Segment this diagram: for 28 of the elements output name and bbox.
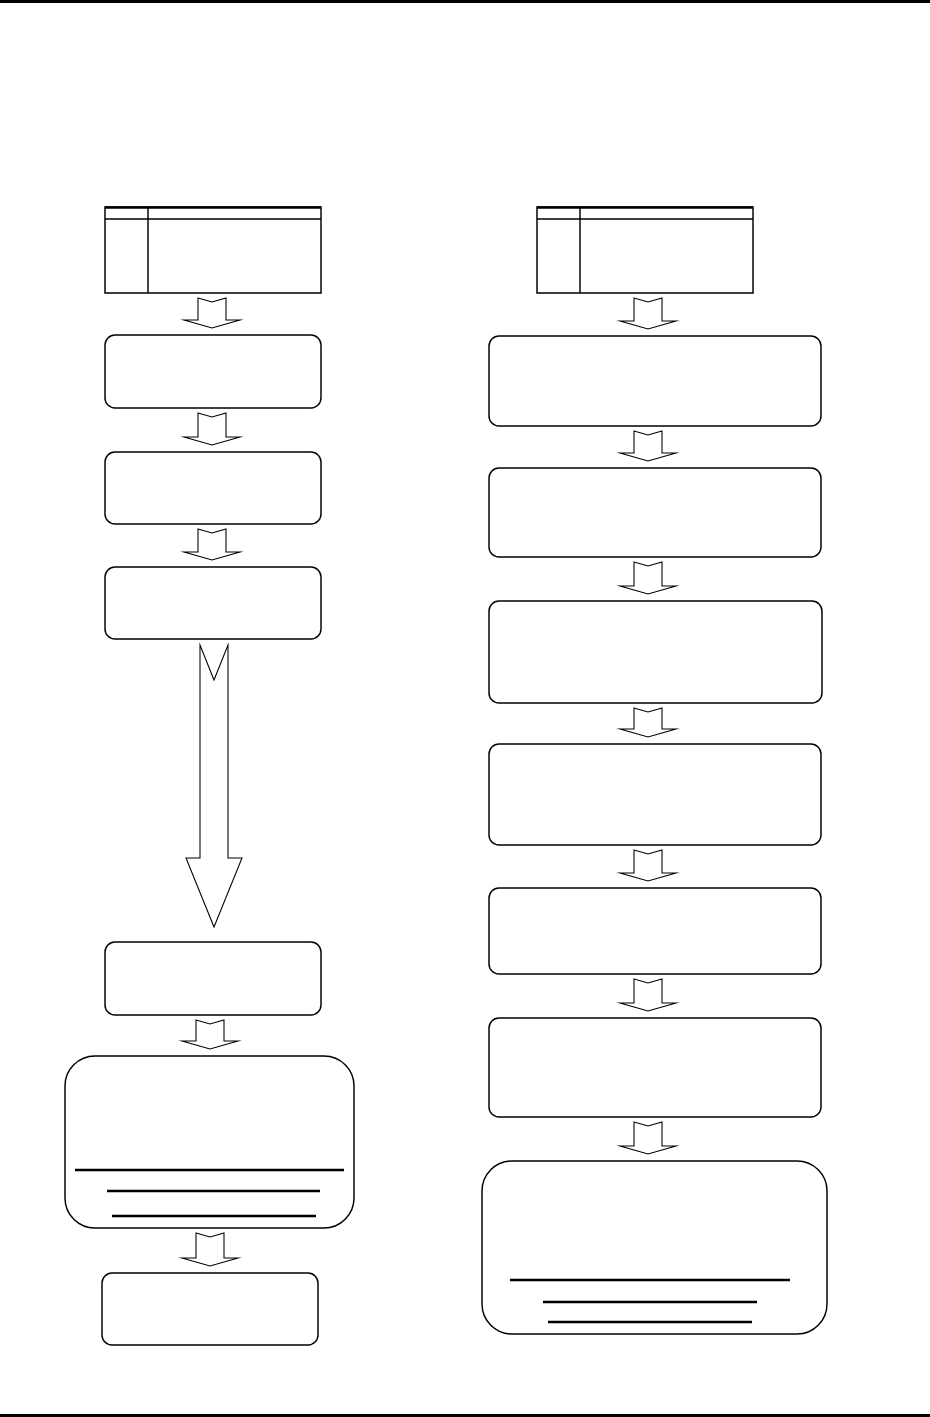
table — [536, 206, 754, 294]
rounded-box — [488, 335, 822, 427]
rounded-box — [488, 467, 822, 558]
block-arrow — [180, 412, 244, 446]
block-arrow — [616, 430, 680, 462]
rounded-box — [104, 334, 322, 409]
table — [104, 206, 322, 294]
block-arrow — [178, 1019, 242, 1050]
rounded-box — [64, 1055, 355, 1229]
rounded-box — [481, 1160, 828, 1335]
block-arrow — [616, 297, 680, 330]
rounded-box — [104, 941, 322, 1016]
rounded-box — [488, 743, 822, 846]
rounded-box — [104, 451, 322, 525]
block-arrow — [180, 297, 244, 329]
rounded-box — [488, 887, 822, 975]
block-arrow — [616, 1121, 680, 1155]
block-arrow — [616, 561, 680, 595]
rounded-box — [101, 1272, 319, 1346]
block-arrow — [180, 528, 244, 561]
block-arrow — [185, 642, 243, 929]
rounded-box — [488, 1017, 822, 1118]
block-arrow — [616, 849, 680, 882]
block-arrow — [616, 978, 680, 1012]
rounded-box — [104, 566, 322, 640]
block-arrow — [178, 1232, 242, 1267]
rounded-box — [488, 600, 823, 704]
block-arrow — [616, 707, 680, 738]
